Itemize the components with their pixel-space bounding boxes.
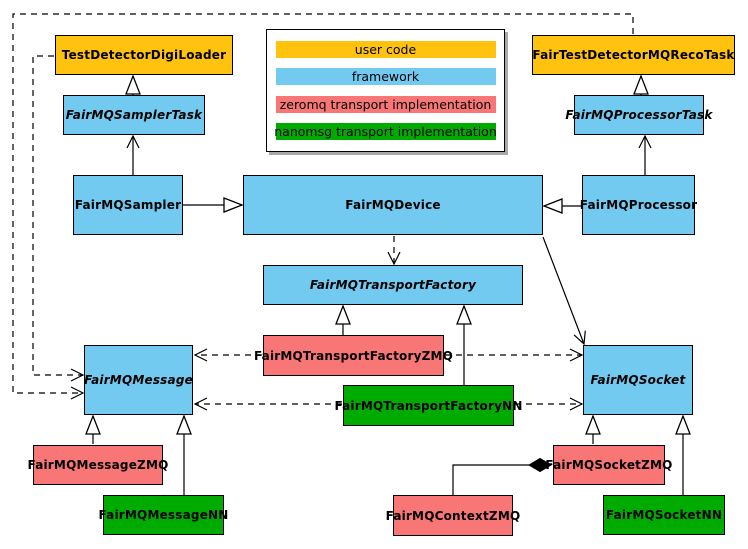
node-fairmqsamplertask: FairMQSamplerTask bbox=[63, 95, 205, 135]
node-fairmqcontextzmq: FairMQContextZMQ bbox=[386, 495, 520, 536]
legend-item-framework: framework bbox=[275, 68, 496, 86]
node-fairmqsocketnn: FairMQSocketNN bbox=[603, 495, 725, 535]
edge-contextzmq-to-socketzmq bbox=[452, 457, 552, 495]
node-fairmqprocessortask: FairMQProcessorTask bbox=[565, 95, 712, 135]
legend-item-nanomsg: nanomsg transport implementation bbox=[274, 123, 497, 141]
node-fairmqdevice: FairMQDevice bbox=[243, 175, 543, 235]
node-fairtestdetectormqrecotask: FairTestDetectorMQRecoTask bbox=[532, 35, 735, 75]
edge-device-to-socket bbox=[542, 236, 586, 346]
node-fairmqtransportfactoryzmq: FairMQTransportFactoryZMQ bbox=[254, 335, 453, 376]
node-fairmqtransportfactorynn: FairMQTransportFactoryNN bbox=[334, 385, 522, 426]
node-fairmqprocessor: FairMQProcessor bbox=[580, 175, 697, 235]
legend: user code framework zeromq transport imp… bbox=[266, 29, 505, 152]
node-fairmqtransportfactory: FairMQTransportFactory bbox=[263, 265, 523, 305]
node-testdetectordigiloader: TestDetectorDigiLoader bbox=[55, 35, 233, 75]
node-fairmqsocketzmq: FairMQSocketZMQ bbox=[545, 445, 672, 485]
node-fairmqsocket: FairMQSocket bbox=[583, 345, 693, 415]
edge-recotask-to-message bbox=[12, 13, 634, 400]
edge-digiloader-to-message bbox=[32, 55, 85, 382]
node-fairmqsampler: FairMQSampler bbox=[73, 175, 183, 235]
legend-item-user-code: user code bbox=[275, 40, 496, 58]
legend-item-zeromq: zeromq transport implementation bbox=[275, 95, 496, 113]
node-fairmqmessage: FairMQMessage bbox=[84, 345, 193, 415]
node-fairmqmessagezmq: FairMQMessageZMQ bbox=[28, 445, 168, 485]
node-fairmqmessagenn: FairMQMessageNN bbox=[98, 495, 228, 535]
